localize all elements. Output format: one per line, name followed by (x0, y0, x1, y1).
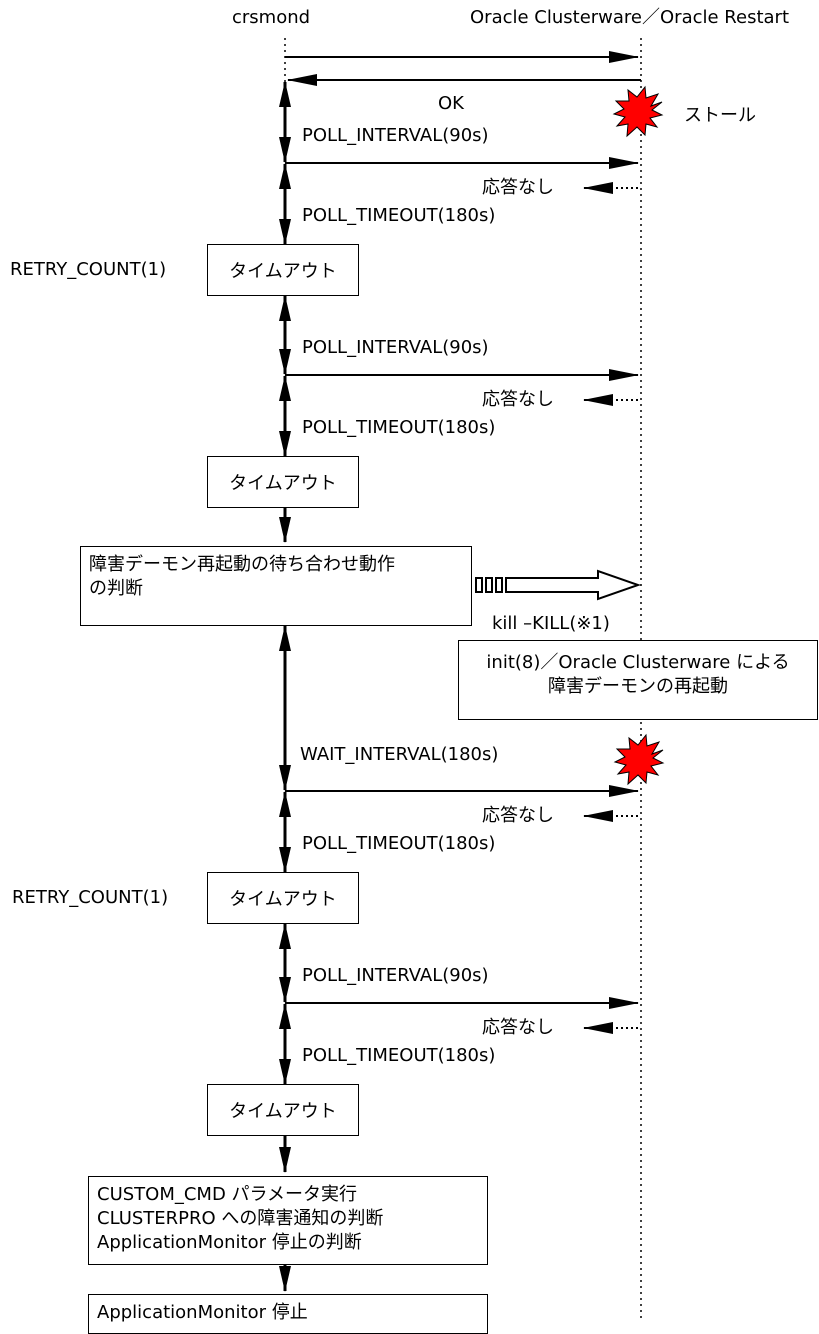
kill-arrow (475, 569, 642, 601)
poll-timeout-label: POLL_TIMEOUT(180s) (302, 205, 496, 226)
custom-cmd-line: ApplicationMonitor 停止の判断 (97, 1232, 362, 1253)
restart-line: 障害デーモンの再起動 (548, 676, 728, 697)
poll-interval-label: POLL_INTERVAL(90s) (302, 125, 489, 146)
retry-count-label: RETRY_COUNT(1) (12, 887, 169, 908)
wait-judge-box: 障害デーモン再起動の待ち合わせ動作 の判断 (80, 546, 472, 626)
kill-label: kill –KILL(※1) (492, 613, 610, 634)
poll-timeout-label: POLL_TIMEOUT(180s) (302, 1045, 496, 1066)
crsmond-header: crsmond (232, 7, 311, 28)
oracle-header: Oracle Clusterware／Oracle Restart (470, 7, 789, 28)
no-response-label: 応答なし (482, 805, 554, 826)
timeout-box: タイムアウト (207, 1084, 359, 1136)
wait-judge-line: の判断 (89, 578, 143, 599)
no-response-label: 応答なし (482, 1017, 554, 1038)
custom-cmd-line: CUSTOM_CMD パラメータ実行 (97, 1184, 358, 1205)
stop-box: ApplicationMonitor 停止 (88, 1294, 488, 1334)
restart-box: init(8)／Oracle Clusterware による 障害デーモンの再起… (458, 640, 818, 720)
poll-timeout-label: POLL_TIMEOUT(180s) (302, 833, 496, 854)
no-response-label: 応答なし (482, 177, 554, 198)
ok-label: OK (438, 93, 464, 114)
timeout-box: タイムアウト (207, 244, 359, 296)
timeout-label: タイムアウト (229, 1101, 337, 1122)
restart-line: init(8)／Oracle Clusterware による (486, 652, 790, 673)
stall-star-icon (612, 85, 664, 138)
stall-label: ストール (684, 105, 756, 126)
wait-interval-label: WAIT_INTERVAL(180s) (300, 744, 499, 765)
timeout-label: タイムアウト (229, 261, 337, 282)
retry-count-label: RETRY_COUNT(1) (10, 259, 167, 280)
stop-label: ApplicationMonitor 停止 (97, 1302, 308, 1323)
poll-interval-label: POLL_INTERVAL(90s) (302, 337, 489, 358)
timeout-label: タイムアウト (229, 473, 337, 494)
timeout-box: タイムアウト (207, 872, 359, 924)
wait-judge-line: 障害デーモン再起動の待ち合わせ動作 (89, 554, 395, 575)
timeout-box: タイムアウト (207, 456, 359, 508)
timeout-label: タイムアウト (229, 889, 337, 910)
poll-timeout-label: POLL_TIMEOUT(180s) (302, 417, 496, 438)
poll-interval-label: POLL_INTERVAL(90s) (302, 965, 489, 986)
custom-cmd-line: CLUSTERPRO への障害通知の判断 (97, 1208, 384, 1229)
custom-cmd-box: CUSTOM_CMD パラメータ実行 CLUSTERPRO への障害通知の判断 … (88, 1176, 488, 1265)
stall-star-icon (613, 733, 665, 786)
no-response-label: 応答なし (482, 389, 554, 410)
